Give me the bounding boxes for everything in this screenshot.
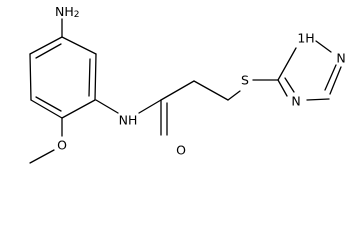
bond-triazole-c5-n1 <box>277 47 297 81</box>
bond-ch2-ch2 <box>193 80 229 101</box>
bond-ring-6-inner <box>35 43 62 59</box>
bond-ring-3 <box>61 99 96 119</box>
bond-amide-n-carbonyl <box>138 99 162 114</box>
bond-carbonyl-ch2 <box>160 80 195 101</box>
triazole-n4-label: N <box>291 94 300 109</box>
bond-ring-1 <box>61 36 97 55</box>
bond-ring-2 <box>94 53 97 101</box>
amide-nh-label: NH <box>119 113 138 128</box>
bond-triazole-n4-c5 <box>277 79 288 97</box>
bond-ring-2-inner <box>88 58 91 97</box>
sulfur-label: S <box>241 73 249 88</box>
bond-ring-amide-n <box>95 99 119 114</box>
bond-methoxy-methyl <box>29 149 55 164</box>
bond-ring-4-inner <box>35 96 62 112</box>
triazole-ring <box>277 40 342 101</box>
triazole-n1-label: 1H <box>297 31 314 46</box>
bond-triazole-n1-n2 <box>315 40 332 53</box>
benzene-ring <box>29 36 97 119</box>
bond-triazole-n4-c5-double <box>284 77 295 93</box>
bond-ring-4 <box>30 99 63 119</box>
bond-triazole-c3-n4 <box>306 98 330 101</box>
chemical-structure-diagram: NH2 O NH O S 1H N N <box>29 4 346 164</box>
carbonyl-oxygen-label: O <box>176 143 186 158</box>
bond-ch2-s <box>227 90 241 101</box>
bond-triazole-n2-c3 <box>329 66 342 95</box>
methoxy-oxygen-label: O <box>57 138 67 153</box>
bond-ring-5 <box>29 53 32 101</box>
triazole-n2-label: N <box>336 51 345 66</box>
bond-triazole-n2-c3-double <box>324 64 337 91</box>
amine-label: NH2 <box>55 4 79 21</box>
bond-ring-6 <box>29 36 63 55</box>
